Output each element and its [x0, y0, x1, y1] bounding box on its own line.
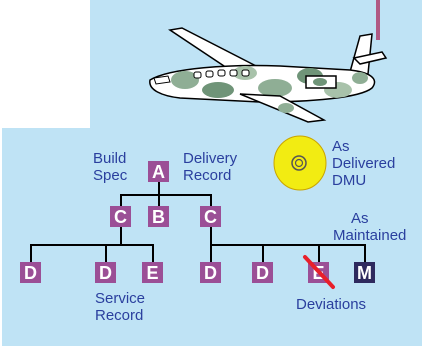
- background-bottom-panel: [2, 128, 422, 346]
- connector: [30, 244, 154, 246]
- connector: [30, 244, 32, 262]
- label-deviations: Deviations: [296, 296, 367, 313]
- strike-through-mark: [303, 255, 335, 289]
- connector: [364, 244, 366, 262]
- node-d: D: [95, 262, 116, 283]
- connector: [262, 244, 264, 262]
- label-delivery-record: Delivery Record: [183, 150, 238, 184]
- node-d: D: [200, 262, 221, 283]
- label-as-maintained: As Maintained: [333, 210, 407, 244]
- node-c: C: [110, 206, 131, 227]
- label-service-record: Service Record: [95, 290, 146, 324]
- connector: [120, 194, 122, 206]
- node-a: A: [148, 161, 169, 182]
- node-d: D: [252, 262, 273, 283]
- node-b: B: [148, 206, 169, 227]
- label-build-spec: Build Spec: [93, 150, 128, 184]
- connector: [210, 244, 212, 262]
- airplane-icon: [149, 27, 388, 123]
- node-d: D: [20, 262, 41, 283]
- node-c: C: [200, 206, 221, 227]
- connector: [210, 194, 212, 206]
- connector: [120, 226, 122, 244]
- tag-line: [376, 0, 380, 40]
- connector: [210, 226, 212, 244]
- node-e: E: [142, 262, 163, 283]
- connector: [120, 194, 212, 196]
- connector: [210, 244, 366, 246]
- connector: [105, 244, 107, 262]
- connector: [152, 244, 154, 262]
- cd-disc-icon: [273, 135, 327, 191]
- label-as-delivered-dmu: As Delivered DMU: [332, 138, 396, 189]
- connector: [318, 244, 320, 262]
- node-m: M: [354, 262, 375, 283]
